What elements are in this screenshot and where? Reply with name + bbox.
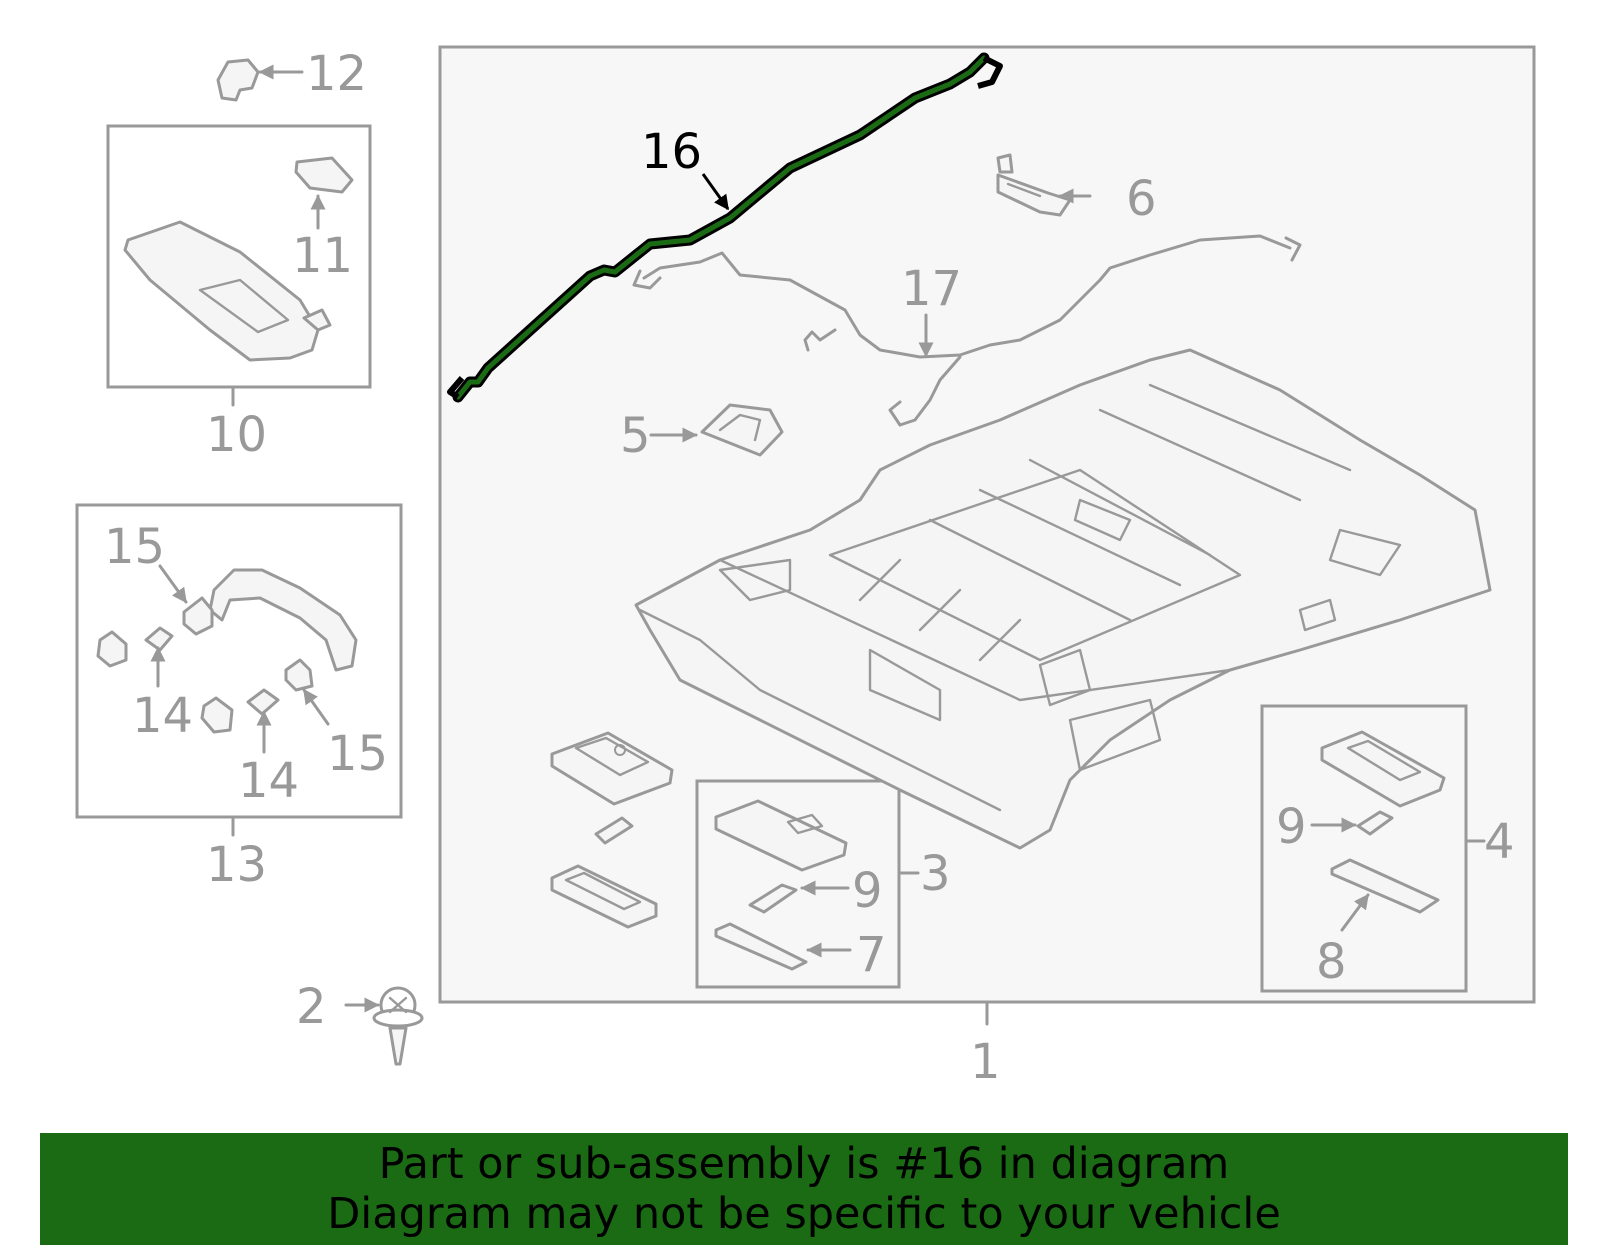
dome-lamp-left-group — [550, 731, 674, 929]
callout-6: 6 — [1126, 171, 1157, 227]
part-12-clip — [216, 58, 260, 102]
callout-10: 10 — [206, 407, 267, 463]
callout-7: 7 — [856, 927, 887, 983]
callout-4: 4 — [1484, 814, 1515, 870]
callout-11: 11 — [292, 228, 353, 284]
callout-9-group3: 9 — [852, 863, 883, 919]
callout-1: 1 — [970, 1034, 1001, 1090]
sun-visor-parts — [123, 156, 354, 362]
callout-8: 8 — [1316, 934, 1347, 990]
headliner-illustration — [634, 348, 1492, 850]
callout-15-top: 15 — [104, 519, 165, 575]
part-2-screw — [372, 986, 424, 1066]
callout-16: 16 — [641, 124, 702, 180]
part-5-bracket — [700, 403, 784, 457]
callout-12: 12 — [306, 46, 367, 102]
part-6-lamp — [996, 153, 1072, 217]
callout-3: 3 — [920, 846, 951, 902]
part-16-harness-highlighted — [447, 52, 1003, 403]
notice-banner: Part or sub-assembly is #16 in diagram D… — [40, 1133, 1568, 1245]
leader-lines — [150, 64, 1370, 1013]
callout-14-left: 14 — [132, 688, 193, 744]
banner-line-disclaimer: Diagram may not be specific to your vehi… — [327, 1189, 1281, 1239]
callout-2: 2 — [296, 979, 327, 1035]
lamp-assembly-4-parts — [1320, 730, 1446, 914]
banner-line-part-number: Part or sub-assembly is #16 in diagram — [378, 1139, 1230, 1189]
grab-handle-parts — [96, 568, 358, 734]
lamp-assembly-3-parts — [714, 799, 848, 971]
callout-14-right: 14 — [238, 753, 299, 809]
part-17-harness — [632, 234, 1302, 427]
callout-9-group4: 9 — [1276, 799, 1307, 855]
callout-17: 17 — [901, 261, 962, 317]
callout-13: 13 — [206, 837, 267, 893]
callout-5: 5 — [620, 408, 651, 464]
callout-15-bottom: 15 — [327, 726, 388, 782]
